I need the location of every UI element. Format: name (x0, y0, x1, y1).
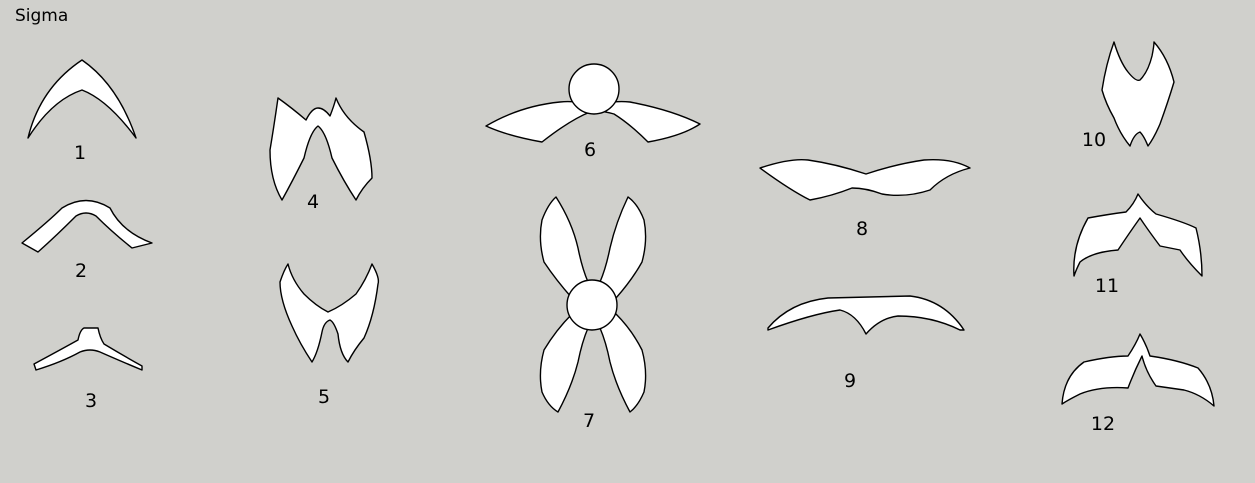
page-title: Sigma (15, 6, 69, 26)
shape-9 (767, 295, 965, 335)
shape-2 (21, 199, 153, 253)
label-1: 1 (74, 142, 86, 164)
label-6: 6 (584, 139, 596, 161)
shape-12 (1061, 333, 1215, 407)
shape-7-circle (566, 279, 618, 331)
label-12: 12 (1091, 413, 1115, 435)
shape-11 (1073, 193, 1203, 277)
shape-1 (27, 59, 137, 139)
label-4: 4 (307, 191, 319, 213)
shape-3 (33, 327, 143, 371)
label-11: 11 (1095, 275, 1119, 297)
label-10: 10 (1082, 129, 1106, 151)
label-7: 7 (583, 410, 595, 432)
shape-7-petal-tl (539, 196, 589, 299)
shape-6-circle (568, 63, 620, 115)
shape-5 (279, 263, 380, 363)
label-9: 9 (844, 370, 856, 392)
shape-10 (1101, 41, 1175, 147)
label-5: 5 (318, 386, 330, 408)
shape-7-petal-tr (599, 196, 647, 299)
label-3: 3 (85, 390, 97, 412)
shape-4 (269, 97, 373, 201)
label-8: 8 (856, 218, 868, 240)
shape-8 (759, 158, 971, 201)
label-2: 2 (75, 260, 87, 282)
shape-7-petal-br (599, 313, 647, 413)
shape-7-petal-bl (539, 313, 589, 413)
